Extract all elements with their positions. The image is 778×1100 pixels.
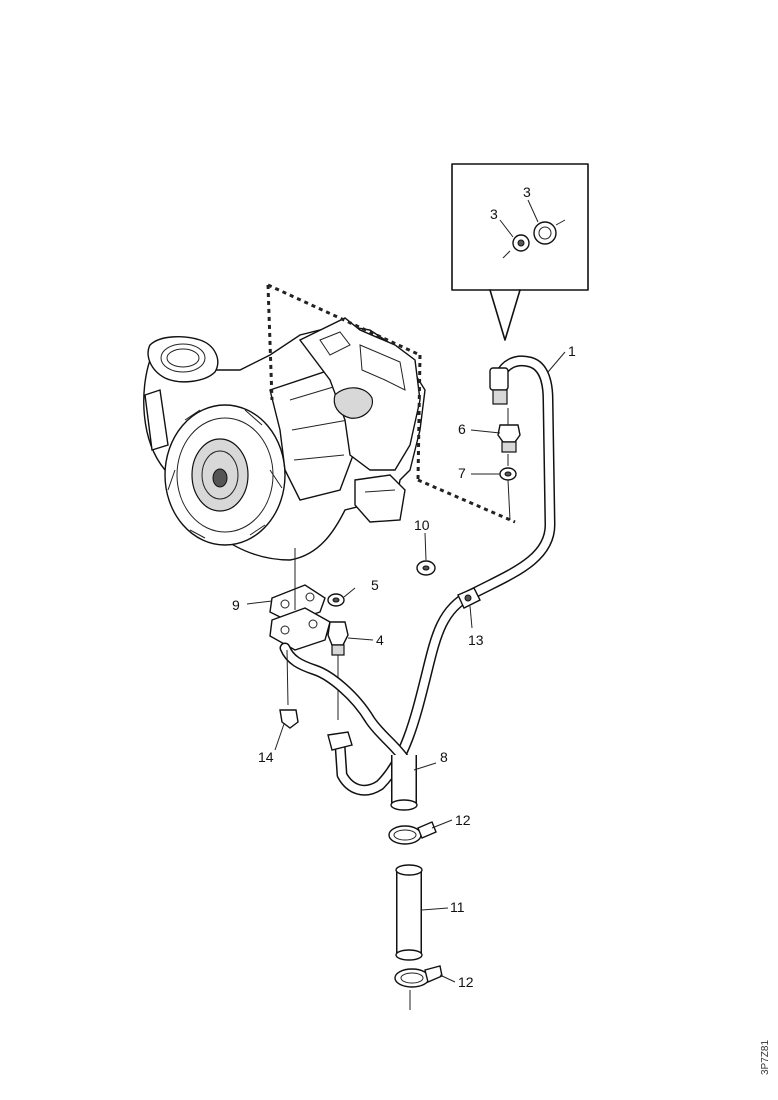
callout-10: 10	[414, 517, 430, 533]
fitting-6	[497, 408, 521, 453]
callout-8: 8	[440, 749, 448, 765]
flange-plate	[269, 548, 331, 651]
clip-13	[457, 587, 481, 609]
callout-3-left: 3	[490, 206, 498, 222]
washer-7	[499, 454, 517, 521]
callout-11: 11	[450, 899, 465, 915]
callout-4: 4	[376, 632, 384, 648]
drain-tube	[279, 642, 411, 806]
callouts: 1 3 3 6 7 10 5 9 13 4 14 8 12 11 12	[232, 184, 576, 990]
hose-11	[395, 864, 423, 961]
washer-5	[327, 593, 345, 607]
callout-12-lower: 12	[458, 974, 474, 990]
callout-5: 5	[371, 577, 379, 593]
callout-6: 6	[458, 421, 466, 437]
inset-detail-box	[451, 163, 589, 341]
callout-12-upper: 12	[455, 812, 471, 828]
washer-10	[416, 560, 436, 576]
turbocharger	[143, 283, 516, 561]
hose-8	[390, 755, 418, 811]
callout-1: 1	[568, 343, 576, 359]
callout-14: 14	[258, 749, 274, 765]
document-id: 3P7Z81	[760, 1040, 771, 1075]
callout-7: 7	[458, 465, 466, 481]
callout-3-top: 3	[523, 184, 531, 200]
callout-9-upper: 9	[232, 597, 240, 613]
leader-lines	[246, 351, 566, 983]
clamp-12-upper	[388, 821, 437, 845]
bolt-14	[279, 649, 299, 729]
adapter-4	[327, 621, 349, 720]
callout-13: 13	[468, 632, 484, 648]
clamp-12-lower	[394, 965, 443, 1010]
